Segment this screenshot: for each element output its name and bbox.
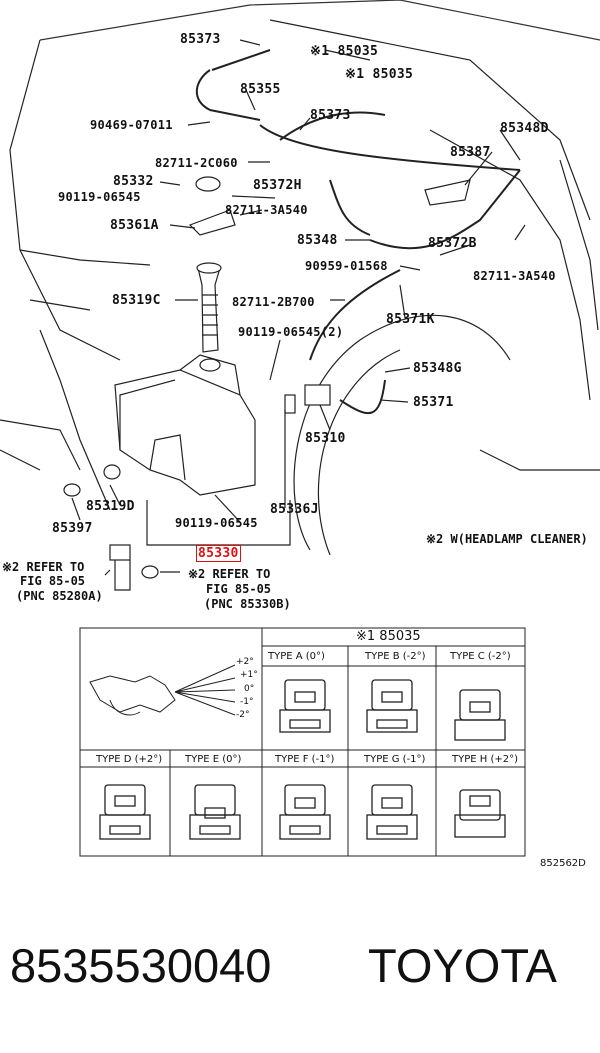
refer-note-right-line3: (PNC 85330B) [204, 597, 291, 611]
part-label-90119-06545[interactable]: 90119-06545 [58, 190, 141, 204]
part-label-85371k[interactable]: 85371K [386, 312, 435, 327]
type-label-d: TYPE D (+2°) [96, 754, 163, 765]
refer-note-left-line3: (PNC 85280A) [16, 589, 103, 603]
type-label-f: TYPE F (-1°) [275, 754, 335, 765]
type-label-g: TYPE G (-1°) [364, 754, 426, 765]
nozzle-icon-type-c [454, 689, 506, 741]
angle-label: +2° [236, 657, 254, 667]
part-label-85372h[interactable]: 85372H [253, 178, 302, 193]
refer-note-left-line1: ※2 REFER TO [2, 560, 85, 574]
type-label-b: TYPE B (-2°) [365, 651, 426, 662]
brand-name: TOYOTA [368, 939, 557, 992]
angle-label: 0° [244, 684, 255, 694]
part-label-85355[interactable]: 85355 [240, 82, 281, 97]
type-label-e: TYPE E (0°) [185, 754, 242, 765]
part-label-85373[interactable]: 85373 [180, 32, 221, 47]
type-label-c: TYPE C (-2°) [450, 651, 511, 662]
angle-label: -1° [240, 697, 254, 707]
refer-note-left-line2[interactable]: FIG 85-05 [20, 574, 86, 588]
nozzle-icon-type-d [99, 784, 151, 840]
type-label-a: TYPE A (0°) [268, 651, 325, 662]
angle-label: +1° [240, 670, 258, 680]
part-label-85361a[interactable]: 85361A [110, 218, 159, 233]
part-label-85336j[interactable]: 85336J [270, 502, 319, 517]
part-label-85332[interactable]: 85332 [113, 174, 154, 189]
nozzle-icon-type-f [279, 784, 331, 840]
nozzle-icon-type-e [189, 784, 241, 840]
part-number: 8535530040 [10, 939, 272, 992]
headlamp-cleaner-note: ※2 W(HEADLAMP CLEANER) [426, 532, 588, 546]
part-label-82711-2c060[interactable]: 82711-2C060 [155, 156, 238, 170]
part-label-82711-3a540[interactable]: 82711-3A540 [473, 269, 556, 283]
part-label-90119-06545[interactable]: 90119-06545 [175, 516, 258, 530]
part-label-85310[interactable]: 85310 [305, 431, 346, 446]
part-label-85319c[interactable]: 85319C [112, 293, 161, 308]
nozzle-icon-type-g [366, 784, 418, 840]
part-label-90119-06545-2[interactable]: 90119-06545(2) [238, 325, 344, 339]
part-label-90469-07011[interactable]: 90469-07011 [90, 118, 173, 132]
part-label-85348g[interactable]: 85348G [413, 361, 462, 376]
nozzle-icon-type-h [454, 789, 506, 838]
part-label-85371[interactable]: 85371 [413, 395, 454, 410]
part-label-82711-2b700[interactable]: 82711-2B700 [232, 295, 315, 309]
part-label-85348[interactable]: 85348 [297, 233, 338, 248]
part-label-90959-01568[interactable]: 90959-01568 [305, 259, 388, 273]
angle-label: -2° [236, 710, 250, 720]
part-label-85035[interactable]: ※1 85035 [310, 44, 379, 59]
part-label-85397[interactable]: 85397 [52, 521, 93, 536]
type-label-h: TYPE H (+2°) [452, 754, 518, 765]
nozzle-icon-type-b [366, 679, 418, 733]
figure-code: 852562D [540, 858, 586, 869]
part-label-85319d[interactable]: 85319D [86, 499, 135, 514]
nozzle-icon-type-a [279, 679, 331, 733]
refer-note-right-line1: ※2 REFER TO [188, 567, 271, 581]
part-label-85387[interactable]: 85387 [450, 145, 491, 160]
part-label-82711-3a540[interactable]: 82711-3A540 [225, 203, 308, 217]
part-label-85372b[interactable]: 85372B [428, 236, 477, 251]
refer-note-right-line2[interactable]: FIG 85-05 [206, 582, 272, 596]
part-label-85330-highlighted[interactable]: 85330 [196, 545, 241, 562]
table-title: ※1 85035 [356, 629, 421, 644]
part-label-85035[interactable]: ※1 85035 [345, 67, 414, 82]
part-label-85373[interactable]: 85373 [310, 108, 351, 123]
part-label-85348d[interactable]: 85348D [500, 121, 549, 136]
